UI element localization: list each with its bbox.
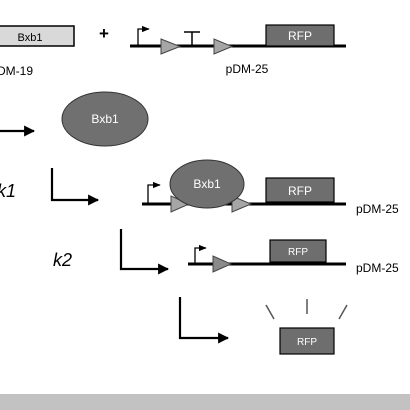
rfp-label-bound: RFP (288, 184, 312, 198)
bxb1-bound-protein-blob (169, 159, 245, 209)
plasmid-name-recombined: pDM-25 (356, 261, 399, 275)
step-4: RFP (178, 297, 348, 355)
plus-sign: + (99, 24, 109, 43)
rfp-protein-box (279, 327, 335, 355)
expression-rfp-arrow (178, 297, 230, 344)
bxb1-gene-box (0, 25, 75, 47)
top-row: Bxb1 DM-19 + RFP pDM-25 (0, 24, 346, 78)
binding-arrow (50, 168, 100, 206)
rfp-gene-box-recombined (269, 239, 327, 263)
promoter-arrow-icon (137, 25, 150, 46)
left-plasmid-name: DM-19 (0, 64, 33, 78)
right-plasmid-name: pDM-25 (226, 62, 269, 76)
bxb1-protein-label: Bxb1 (91, 112, 119, 126)
terminator-icon (184, 31, 200, 46)
promoter-arrow-icon (147, 181, 161, 204)
rfp-gene-box-bound (265, 177, 335, 203)
footer-bar (0, 394, 410, 410)
attl-site-triangle-icon (212, 255, 233, 273)
bxb1-protein-blob (61, 91, 149, 147)
plasmid-name-bound: pDM-25 (356, 202, 399, 216)
rate-k2-label: k2 (53, 250, 72, 270)
recombination-arrow (119, 229, 170, 275)
rate-k1-label: k1 (0, 181, 16, 201)
attp-site-triangle-icon (231, 195, 253, 213)
attb-site-triangle-icon (160, 38, 182, 55)
bxb1-bound-label: Bxb1 (193, 177, 221, 191)
rfp-gene-box-top (265, 24, 335, 47)
rfp-label-recombined: RFP (288, 247, 308, 258)
fluorescence-rays-icon (265, 299, 348, 320)
step-2: k1 Bxb1 RFP pDM-25 (0, 159, 399, 216)
step-3: k2 RFP pDM-25 (53, 229, 399, 275)
bxb1-gene-label: Bxb1 (17, 32, 42, 44)
rfp-label-top: RFP (288, 29, 312, 43)
step-1: Bxb1 (0, 91, 149, 147)
promoter-arrow-icon (194, 244, 207, 264)
rfp-product-label: RFP (297, 337, 317, 348)
attp-site-triangle-icon (213, 38, 234, 55)
